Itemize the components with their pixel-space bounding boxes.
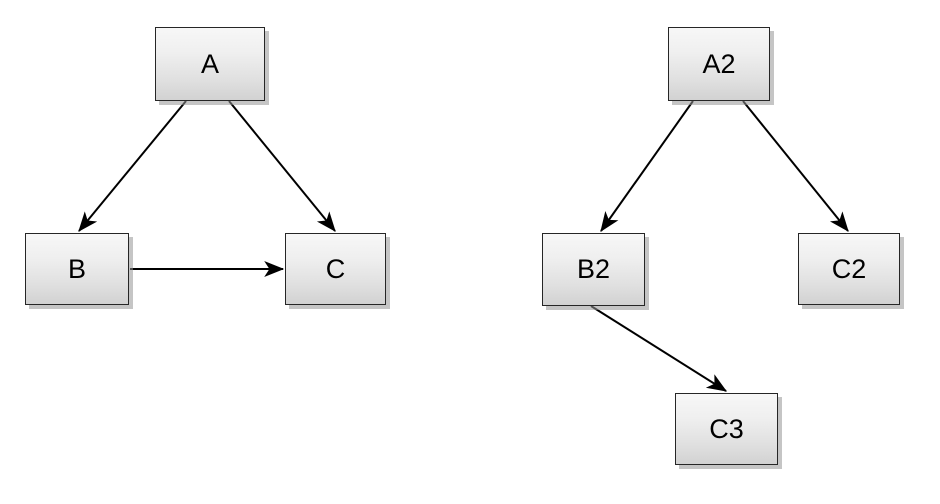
node-label-a2: A2	[702, 48, 736, 79]
node-b2[interactable]: B2	[542, 233, 645, 306]
edge-a-to-c[interactable]	[228, 100, 336, 232]
node-label-c2: C2	[831, 253, 867, 284]
node-label-c3: C3	[709, 413, 744, 444]
node-b[interactable]: B	[25, 233, 129, 305]
edge-a2-to-c2[interactable]	[742, 100, 849, 232]
node-c2[interactable]: C2	[798, 233, 900, 305]
edge-a-to-b[interactable]	[78, 100, 187, 232]
edge-a2-to-b2[interactable]	[600, 100, 694, 232]
node-a2[interactable]: A2	[668, 27, 770, 101]
node-label-b: B	[67, 253, 86, 284]
node-label-a: A	[200, 48, 219, 79]
edges-group	[78, 100, 849, 392]
node-label-c: C	[325, 253, 346, 284]
node-a[interactable]: A	[155, 27, 265, 101]
edge-b2-to-c3[interactable]	[590, 305, 728, 392]
node-label-b2: B2	[576, 254, 611, 284]
node-c3[interactable]: C3	[675, 393, 778, 465]
node-c[interactable]: C	[285, 233, 386, 305]
